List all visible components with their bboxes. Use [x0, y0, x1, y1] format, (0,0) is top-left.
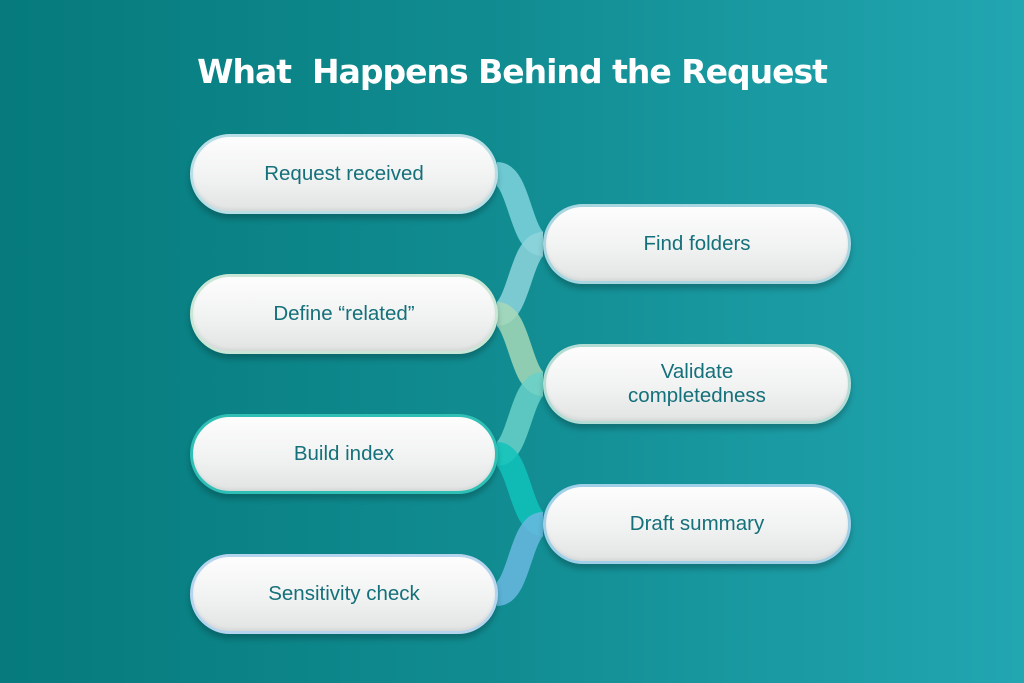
page-title: What Happens Behind the Request — [197, 52, 828, 91]
step-label: Request received — [264, 162, 424, 186]
step-request-received: Request received — [190, 134, 498, 214]
step-label: Draft summary — [629, 512, 765, 536]
step-label: Sensitivity check — [268, 582, 420, 606]
step-find-folders: Find folders — [543, 204, 851, 284]
step-label: Find folders — [643, 232, 751, 256]
step-define-related: Define “related” — [190, 274, 498, 354]
step-label: Define “related” — [273, 302, 415, 326]
step-build-index: Build index — [190, 414, 498, 494]
step-draft-summary: Draft summary — [543, 484, 851, 564]
step-validate-completedness: Validate completedness — [543, 344, 851, 424]
connector-6-7 — [493, 512, 547, 606]
step-sensitivity-check: Sensitivity check — [190, 554, 498, 634]
step-label: Build index — [293, 442, 395, 466]
step-label: Validate completedness — [628, 360, 766, 407]
